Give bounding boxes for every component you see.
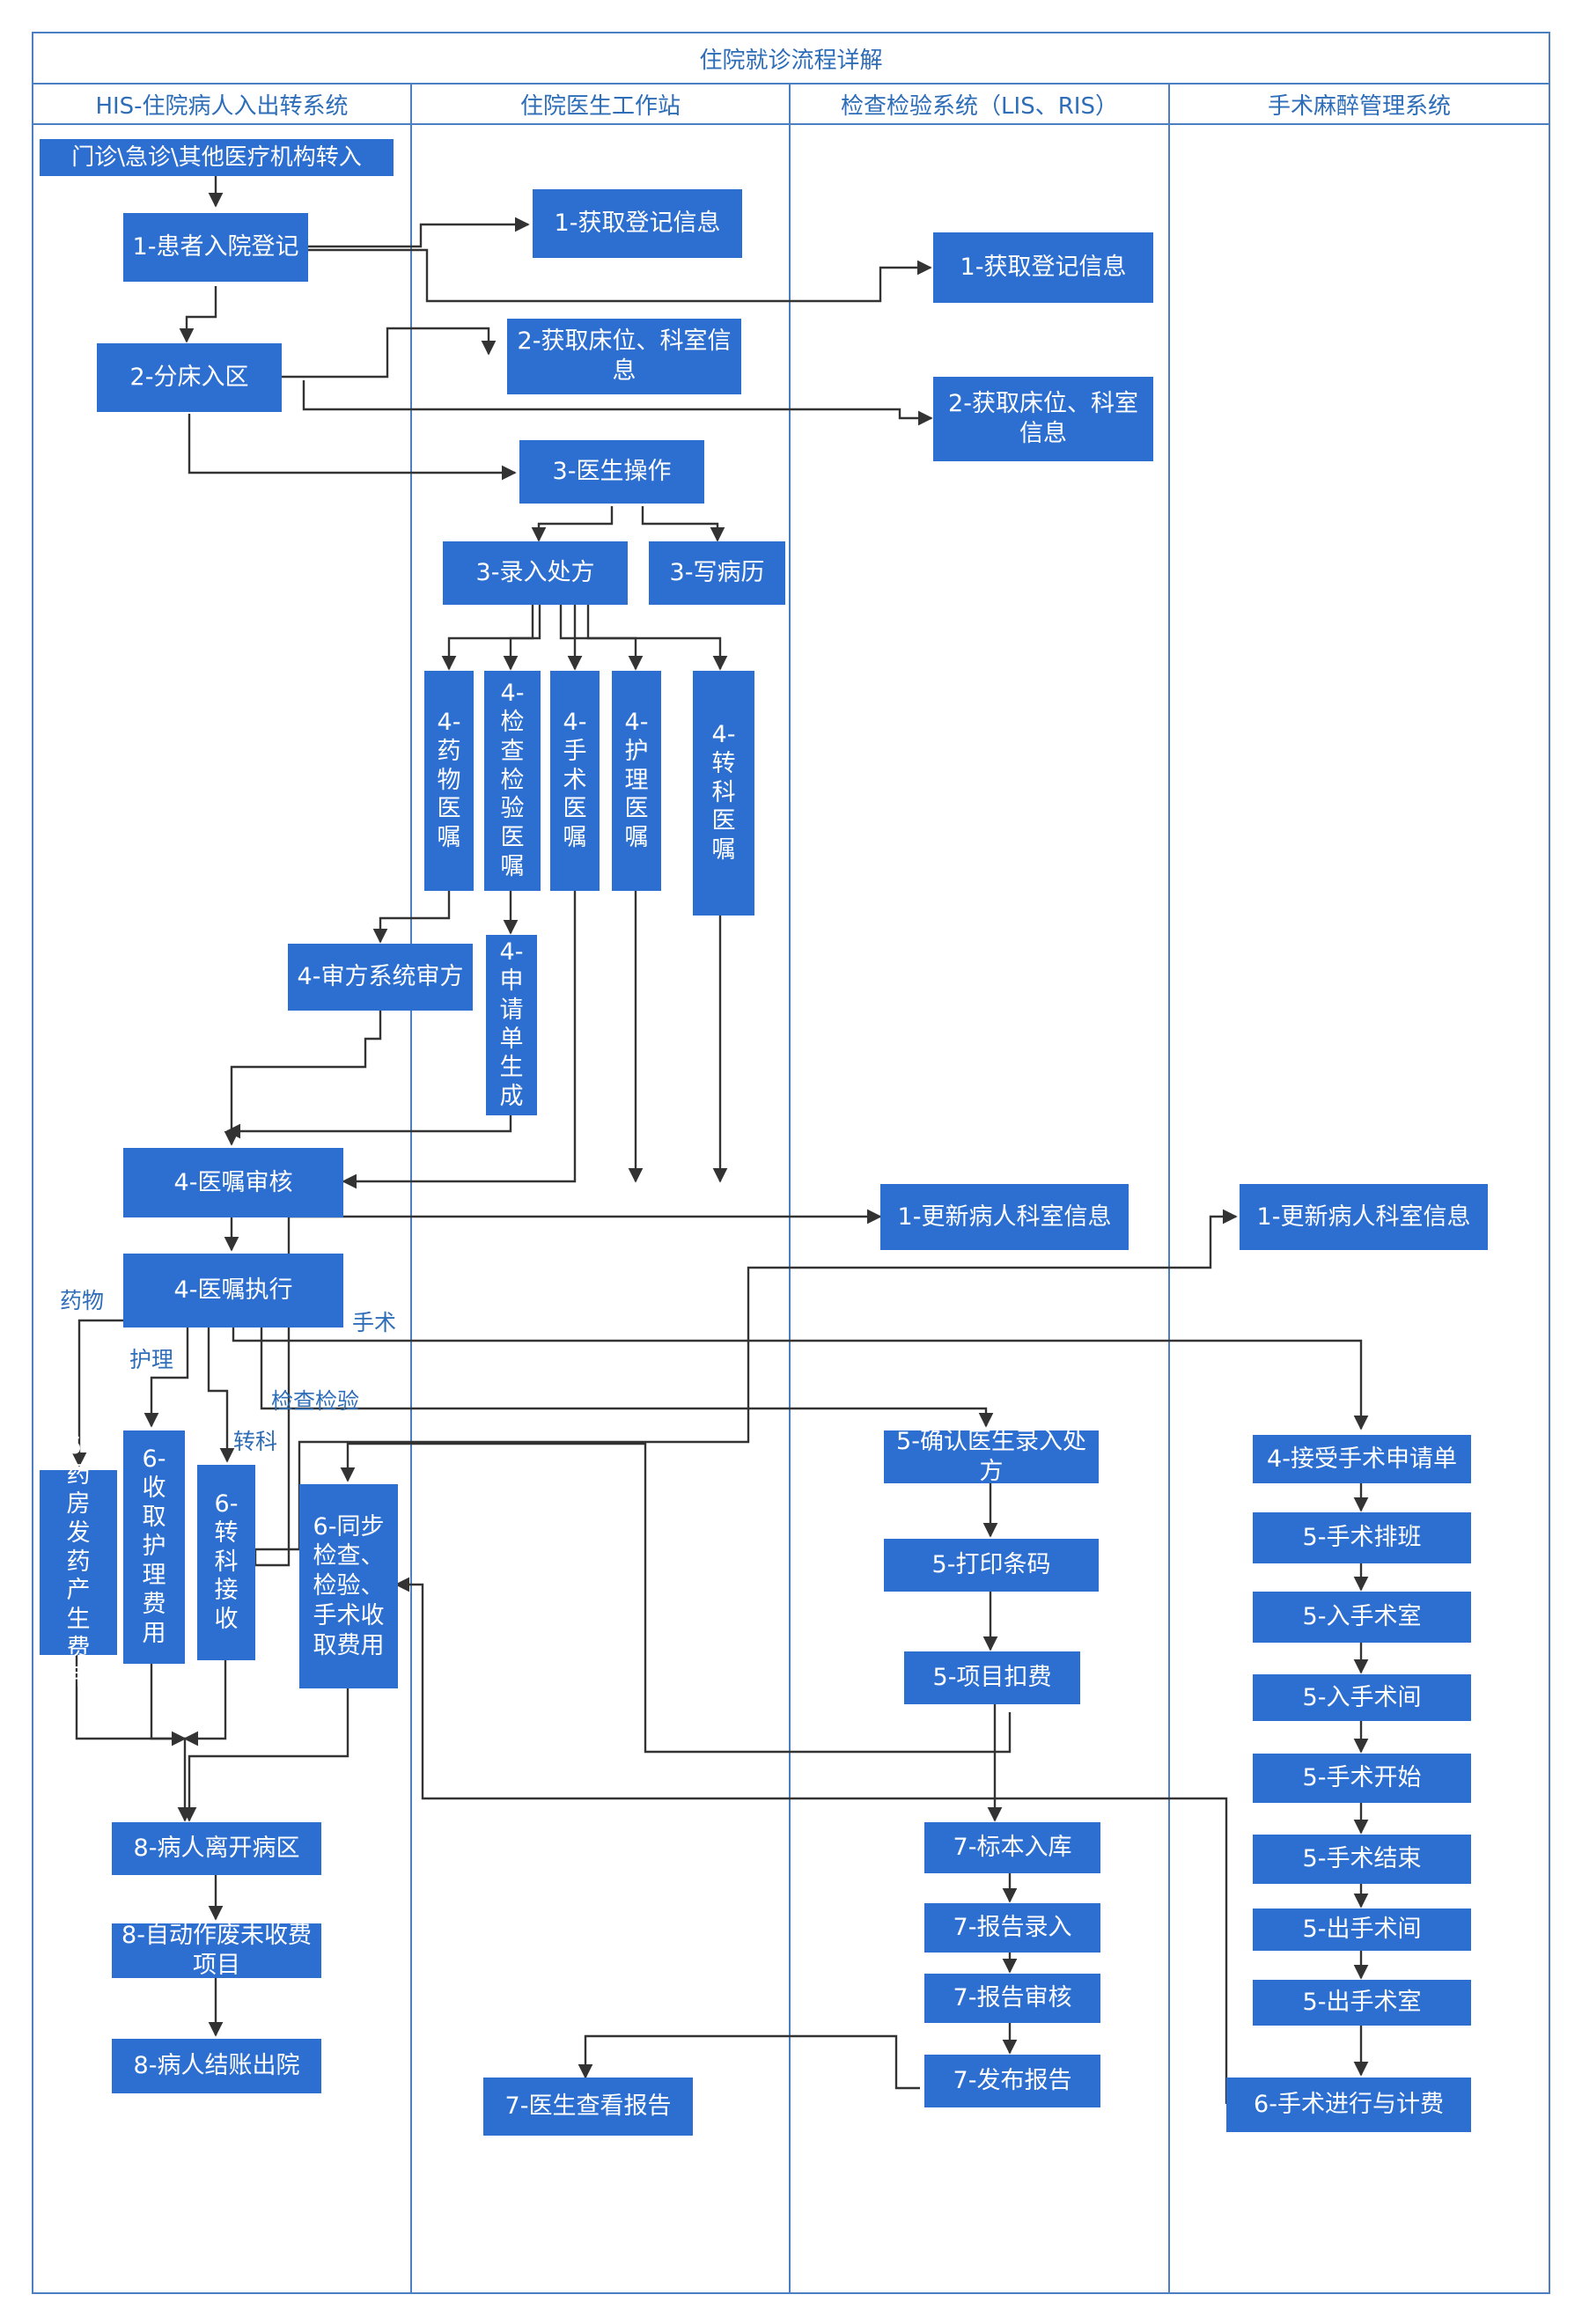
edge-bed-to-ws-bed <box>282 327 497 379</box>
edge-rx-to-surgery <box>559 605 583 671</box>
edge-doctor-op-to-rx <box>531 506 614 542</box>
node-lis-get-registration: 1-获取登记信息 <box>933 232 1153 303</box>
node-surgery-start: 5-手术开始 <box>1253 1754 1471 1803</box>
lane-divider-3 <box>1168 84 1170 2293</box>
node-leave-ward: 8-病人离开病区 <box>112 1822 321 1875</box>
node-transfer-in: 门诊\急诊\其他医疗机构转入 <box>40 139 394 176</box>
edge-publish-to-doctor <box>578 2034 920 2090</box>
edge-bed-to-lis-bed <box>302 380 933 426</box>
edge-registration-to-lis-reg <box>308 248 932 303</box>
edge-rx-to-transfer <box>586 605 728 671</box>
lane-header-lis-ris: 检查检验系统（LIS、RIS） <box>841 92 1118 120</box>
node-admission-registration: 1-患者入院登记 <box>123 213 308 282</box>
edge-registration-to-ws-reg <box>308 217 530 248</box>
node-surgery-end: 5-手术结束 <box>1253 1835 1471 1884</box>
node-doctor-view-report: 7-医生查看报告 <box>483 2078 693 2136</box>
node-surgery-order: 4-手术医嘱 <box>550 671 600 891</box>
node-or-update-dept: 1-更新病人科室信息 <box>1240 1184 1488 1250</box>
node-order-audit: 4-医嘱审核 <box>123 1148 343 1217</box>
node-ws-get-registration: 1-获取登记信息 <box>533 189 742 258</box>
node-leave-room: 5-出手术间 <box>1253 1908 1471 1951</box>
edge-rx-to-nursing <box>573 605 644 671</box>
diagram-frame <box>32 32 1550 2294</box>
edge-request-to-audit <box>225 1114 512 1139</box>
node-surgery-billing: 6-手术进行与计费 <box>1226 2078 1471 2132</box>
edge-transfer-receive-to-lis <box>255 1209 882 1567</box>
edge-label-exam: 检查检验 <box>271 1388 360 1414</box>
edge-rx-to-exam <box>503 605 541 671</box>
node-lis-update-dept: 1-更新病人科室信息 <box>880 1184 1129 1250</box>
node-drug-order: 4-药物医嘱 <box>424 671 474 891</box>
title-divider <box>32 83 1550 85</box>
lane-header-divider <box>32 123 1550 125</box>
edge-review-to-audit <box>224 1011 382 1146</box>
node-enter-room: 5-入手术间 <box>1253 1674 1471 1721</box>
node-accept-surgery-request: 4-接受手术申请单 <box>1253 1435 1471 1483</box>
edge-label-transfer: 转科 <box>233 1429 278 1454</box>
node-pharmacy-fee: 6-药房发药产生费用 <box>40 1432 117 1691</box>
node-report-entry: 7-报告录入 <box>924 1903 1100 1953</box>
edge-label-nursing: 护理 <box>129 1347 174 1372</box>
node-bed-assignment: 2-分床入区 <box>97 343 282 412</box>
edge-surgery-to-audit <box>342 889 577 1189</box>
lane-divider-1 <box>410 84 412 2293</box>
node-sync-fee: 6-同步检查、检验、手术收取费用 <box>299 1484 398 1688</box>
edge-fees-to-leave <box>75 1653 193 1822</box>
node-confirm-prescription: 5-确认医生录入处方 <box>884 1428 1099 1485</box>
edge-sync-to-leave <box>181 1686 350 1822</box>
node-settle-discharge: 8-病人结账出院 <box>112 2039 321 2093</box>
edge-exec-nursing <box>143 1327 189 1428</box>
edge-exec-drug <box>71 1319 123 1467</box>
edge-transfer-fee-to-leave <box>183 1659 227 1747</box>
node-order-execution: 4-医嘱执行 <box>123 1254 343 1327</box>
edge-doctor-op-to-record <box>641 506 725 542</box>
node-report-publish: 7-发布报告 <box>924 2055 1100 2107</box>
node-nursing-fee: 6-收取护理费用 <box>123 1430 185 1664</box>
lane-header-doctor-workstation: 住院医生工作站 <box>519 92 681 120</box>
node-deduct-fee: 5-项目扣费 <box>904 1651 1080 1704</box>
edge-registration-to-bed <box>179 286 217 343</box>
node-lis-get-bed: 2-获取床位、科室信息 <box>933 377 1153 461</box>
node-ws-get-bed: 2-获取床位、科室信息 <box>507 319 741 394</box>
node-exam-order: 4-检查检验医嘱 <box>484 671 541 891</box>
node-print-barcode: 5-打印条码 <box>884 1539 1099 1592</box>
edge-rx-to-drug <box>441 605 534 671</box>
edge-drug-to-review <box>372 889 451 944</box>
edge-nursing-fee-to-leave <box>150 1662 187 1747</box>
node-void-unpaid-items: 8-自动作废未收费项目 <box>112 1922 321 1979</box>
node-doctor-operation: 3-医生操作 <box>519 440 704 504</box>
lane-header-his: HIS-住院病人入出转系统 <box>95 92 349 120</box>
node-write-medical-record: 3-写病历 <box>649 541 785 605</box>
lane-header-anesthesia: 手术麻醉管理系统 <box>1267 92 1451 120</box>
edge-label-drug: 药物 <box>60 1288 105 1313</box>
node-transfer-receive: 6-转科接收 <box>197 1465 255 1660</box>
node-transfer-order: 4-转科医嘱 <box>693 671 754 916</box>
edge-or-to-sync <box>394 1577 1228 2104</box>
edge-transfer-receive-to-or <box>254 1209 1238 1565</box>
node-leave-or: 5-出手术室 <box>1253 1980 1471 2026</box>
node-nursing-order: 4-护理医嘱 <box>612 671 661 891</box>
node-specimen-storage: 7-标本入库 <box>924 1822 1100 1873</box>
edge-exec-transfer <box>207 1327 235 1463</box>
edge-exec-exam <box>260 1327 994 1428</box>
node-prescription-review: 4-审方系统审方 <box>288 944 473 1011</box>
node-report-audit: 7-报告审核 <box>924 1974 1100 2023</box>
node-enter-prescription: 3-录入处方 <box>443 541 628 605</box>
node-surgery-schedule: 5-手术排班 <box>1253 1512 1471 1563</box>
edge-label-surgery: 手术 <box>352 1310 397 1335</box>
edge-exec-surgery <box>232 1327 1369 1430</box>
node-enter-or: 5-入手术室 <box>1253 1592 1471 1643</box>
lane-divider-2 <box>789 84 791 2293</box>
edge-lis-to-sync <box>340 1442 1012 1754</box>
edge-bed-to-doctor-op <box>188 414 517 481</box>
diagram-title: 住院就诊流程详解 <box>699 47 883 74</box>
node-request-form: 4-申请单生成 <box>486 935 537 1115</box>
